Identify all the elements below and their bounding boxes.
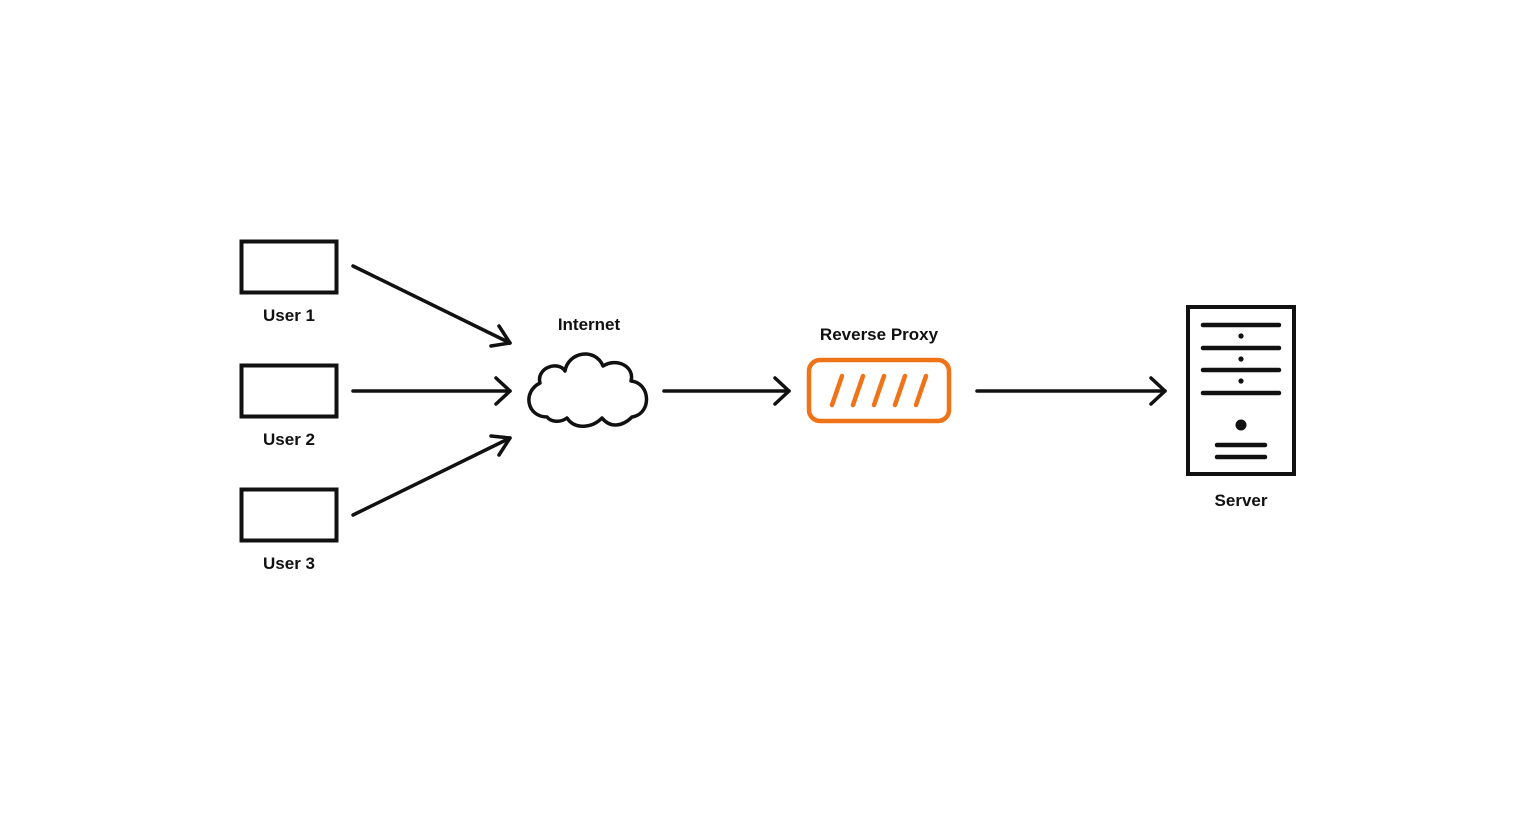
server-label: Server (1214, 491, 1268, 510)
user-1-label: User 1 (263, 306, 315, 325)
arrow-user1-to-internet (351, 264, 512, 348)
arrow-internet-to-proxy (662, 376, 791, 406)
arrow-proxy-to-server (975, 376, 1167, 406)
arrow-user2-to-internet (351, 376, 512, 406)
reverse-proxy-label: Reverse Proxy (819, 325, 939, 344)
user-3-box (239, 487, 339, 543)
user-2-label: User 2 (263, 430, 315, 449)
arrow-user3-to-internet (351, 434, 512, 517)
user-3-label: User 3 (263, 554, 315, 573)
internet-label: Internet (557, 315, 621, 334)
cloud-icon (527, 352, 649, 428)
user-1-box (239, 239, 339, 295)
firewall-proxy-icon (806, 357, 952, 424)
user-2-box (239, 363, 339, 419)
server-tower-icon (1186, 305, 1296, 476)
